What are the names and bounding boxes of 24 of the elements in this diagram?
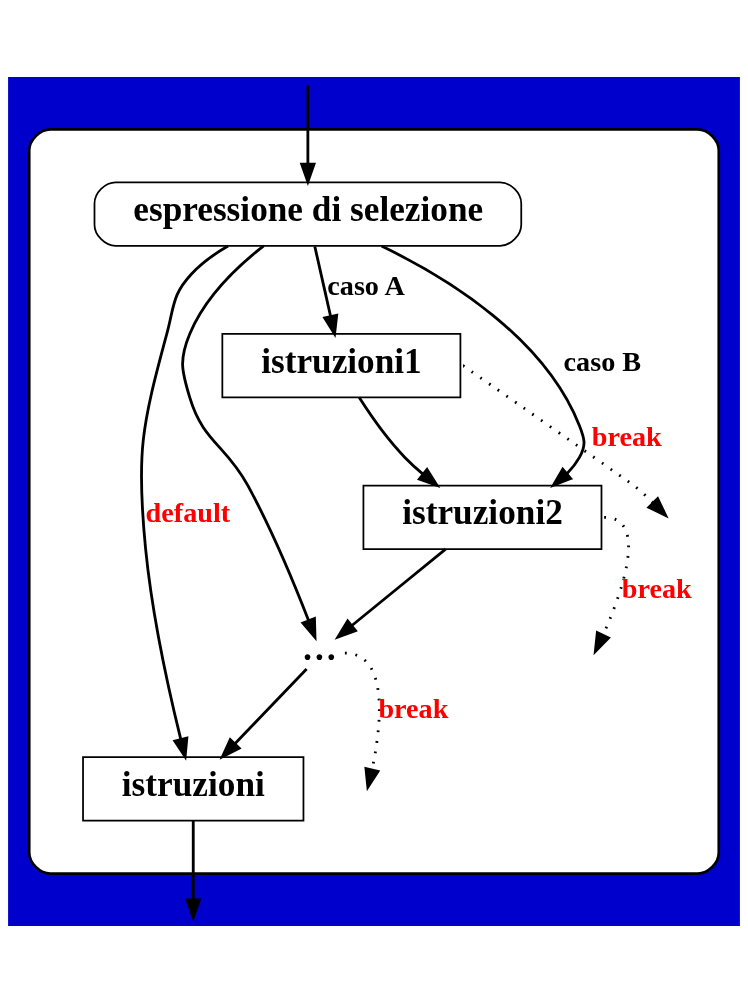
node-text: …: [301, 629, 337, 669]
edge-label: break: [378, 693, 449, 725]
node-box: istruzioni2: [362, 484, 603, 550]
edge-label: caso B: [563, 345, 642, 377]
node-box: istruzioni: [82, 756, 305, 822]
arrow: [181, 244, 317, 642]
cluster: [27, 128, 721, 875]
arrow: [380, 244, 586, 489]
arrow: [358, 396, 441, 488]
arrow: [299, 85, 317, 187]
edge-label: default: [145, 497, 231, 529]
node-box: istruzioni1: [221, 333, 462, 399]
arrow: [462, 364, 669, 519]
arrow: [185, 820, 202, 922]
edge-label: break: [621, 573, 692, 605]
arrow: [219, 668, 308, 760]
edge-label: caso A: [327, 269, 405, 301]
arrow: [593, 515, 630, 656]
arrow: [139, 244, 229, 761]
edge-label: break: [591, 421, 662, 453]
arrow: [344, 651, 381, 792]
arrow: [313, 246, 339, 338]
node-box: espressione di selezione: [93, 181, 523, 247]
arrow: [334, 548, 447, 640]
